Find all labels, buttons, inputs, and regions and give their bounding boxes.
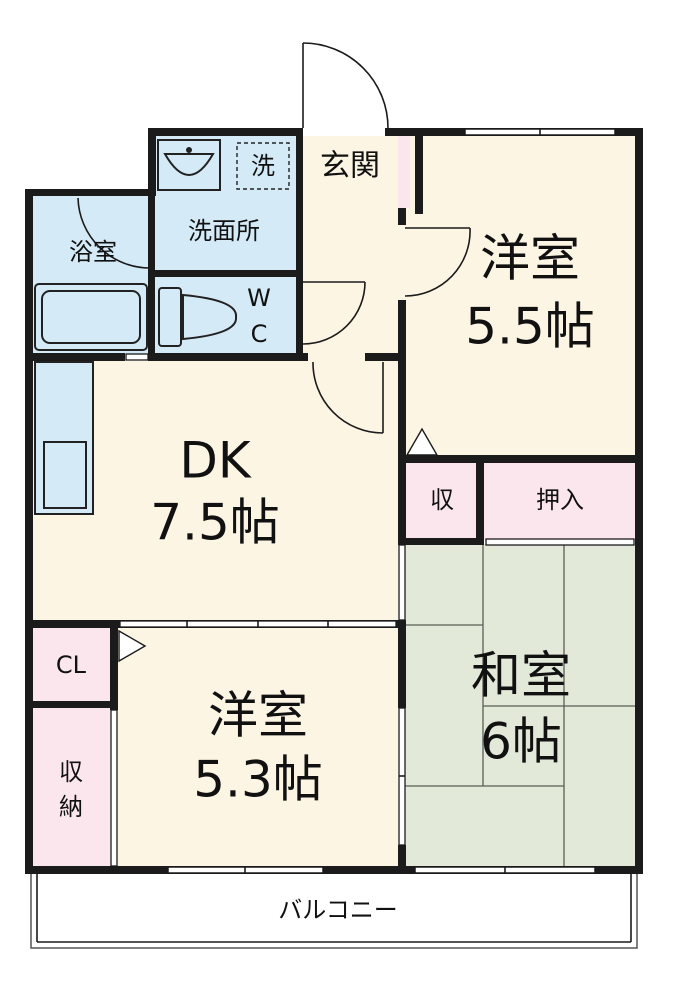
japanese-room-floor	[403, 544, 637, 866]
japanese-room-name: 和室	[471, 647, 571, 705]
washroom-floor	[152, 136, 300, 272]
oshiire-label: 押入	[536, 486, 584, 514]
western-room-a-size: 5.5帖	[465, 298, 595, 356]
entry-arrow-icon	[405, 427, 439, 456]
dk-name: DK	[179, 432, 252, 490]
storage-floor	[31, 705, 111, 866]
western-room-a-floor	[403, 136, 637, 458]
washroom-label: 洗面所	[188, 217, 260, 245]
toilet	[158, 287, 238, 347]
kitchen-counter	[34, 361, 94, 515]
western-room-b-name: 洋室	[208, 687, 308, 745]
wc-label-bottom: C	[251, 320, 268, 348]
entrance-label: 玄関	[320, 149, 380, 184]
storage-small-label: 収	[430, 486, 454, 514]
storage-label-bottom: 納	[59, 793, 83, 821]
storage-label-top: 収	[59, 758, 83, 786]
closet-arrow-icon	[118, 629, 147, 663]
closet-label: CL	[56, 651, 87, 679]
wc-label-top: W	[247, 284, 271, 312]
western-room-b-floor	[115, 627, 398, 866]
wash-basin	[157, 139, 221, 191]
sliding-doors	[110, 353, 635, 867]
bathtub	[34, 283, 148, 351]
balcony-label: バルコニー	[278, 896, 398, 924]
swing-doors	[77, 42, 471, 434]
dk-size: 7.5帖	[150, 494, 280, 552]
washer-label: 洗	[251, 152, 275, 180]
windows	[167, 128, 616, 874]
entrance-step	[398, 136, 410, 208]
tatami-lines	[403, 544, 637, 866]
oshiire-floor	[483, 462, 637, 540]
toilet-floor	[152, 276, 300, 356]
storage-small-floor	[403, 462, 479, 540]
closet-floor	[31, 627, 111, 701]
western-room-a-name: 洋室	[480, 230, 580, 288]
western-room-b-size: 5.3帖	[193, 751, 323, 809]
japanese-room-size: 6帖	[480, 713, 562, 771]
balcony-area	[30, 871, 638, 949]
bath-label: 浴室	[69, 238, 117, 266]
